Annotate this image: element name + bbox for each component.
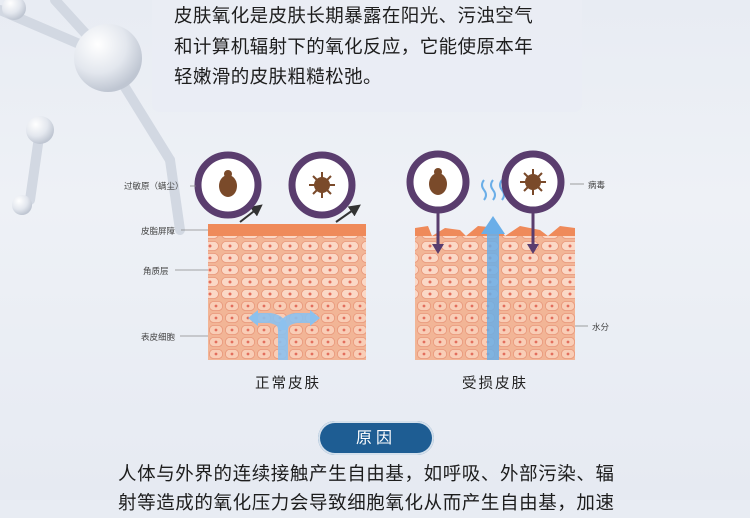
label-water: 水分 xyxy=(592,323,610,333)
molecule-ball xyxy=(74,24,142,92)
intro-card xyxy=(152,0,582,112)
intro-line: 皮肤氧化是皮肤长期暴露在阳光、污浊空气 xyxy=(174,6,534,27)
bounce-arrow xyxy=(335,204,361,223)
normal-skin xyxy=(208,224,366,360)
mite-icon xyxy=(194,151,262,219)
mite-icon xyxy=(406,150,470,214)
caption-damaged-skin: 受损皮肤 xyxy=(462,376,528,392)
molecule-ball xyxy=(12,195,32,215)
label-stratum: 角质层 xyxy=(143,267,169,277)
intro-line: 和计算机辐射下的氧化反应，它能使原本年 xyxy=(174,36,534,58)
label-allergen: 过敏原（螨尘） xyxy=(124,182,184,192)
molecule-ball xyxy=(2,0,26,20)
label-lipid-barrier: 皮脂屏障 xyxy=(141,227,176,237)
cause-title: 原因 xyxy=(355,428,396,447)
intro-paragraph: 皮肤氧化是皮肤长期暴露在阳光、污浊空气 和计算机辐射下的氧化反应，它能使原本年 … xyxy=(174,2,574,94)
bounce-arrow xyxy=(239,204,263,223)
skin-diagram xyxy=(175,150,588,360)
virus-icon xyxy=(288,151,356,219)
molecule-background xyxy=(0,0,185,235)
label-epidermis: 表皮细胞 xyxy=(141,333,176,343)
cause-line: 人体与外界的连续接触产生自由基，如呼吸、外部污染、辐 xyxy=(118,464,615,485)
molecule-ball xyxy=(26,116,54,144)
cause-paragraph: 人体与外界的连续接触产生自由基，如呼吸、外部污染、辐 射等造成的氧化压力会导致细… xyxy=(118,460,728,518)
virus-icon xyxy=(501,150,565,214)
cause-title-badge: 原因 xyxy=(318,421,434,455)
label-virus: 病毒 xyxy=(588,181,606,191)
cause-line: 射等造成的氧化压力会导致细胞氧化从而产生自由基，加速 xyxy=(118,493,615,514)
damaged-skin xyxy=(415,179,575,360)
intro-line: 轻嫩滑的皮肤粗糙松弛。 xyxy=(174,67,382,88)
stratum-layer xyxy=(208,236,366,300)
caption-normal-skin: 正常皮肤 xyxy=(255,376,321,392)
lipid-barrier xyxy=(208,224,366,236)
